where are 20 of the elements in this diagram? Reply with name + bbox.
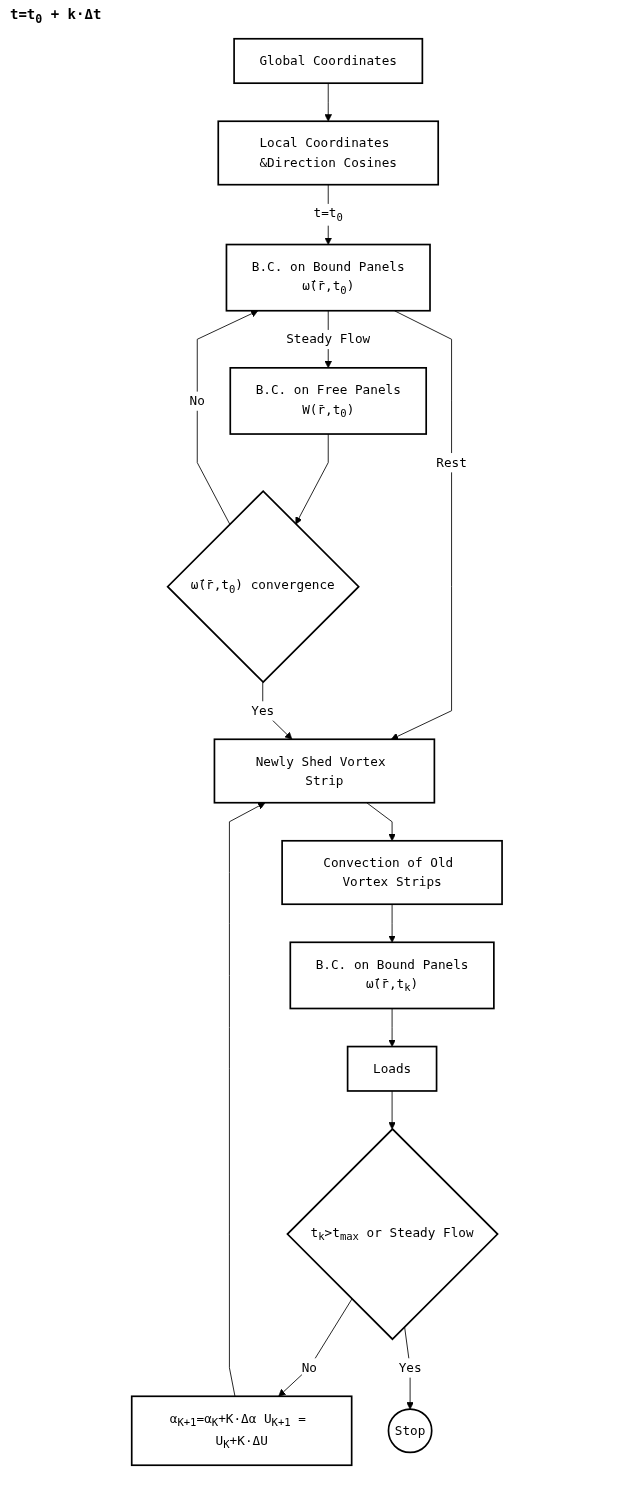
node-diamond: ω̄(r̄,t$_{0}$) convergence <box>166 489 360 684</box>
node-box: Loads <box>346 1045 437 1092</box>
edge-label: Steady Flow <box>285 331 370 347</box>
node-box: Local Coordinates &Direction Cosines <box>217 120 439 186</box>
edge-label: Yes <box>398 1359 422 1375</box>
node-box: B.C. on Bound Panels ω̄(r̄,t$_{0}$) <box>225 243 431 312</box>
node-box: α$_{K+1}$=α$_{K}$+K·Δα U$_{K+1}$ = U$_{K}$+K·ΔU <box>130 1395 353 1466</box>
edge-label: No <box>189 392 205 409</box>
node-box: Global Coordinates <box>232 37 423 84</box>
node-box: Newly Shed Vortex Strip <box>213 738 435 804</box>
node-box: B.C. on Free Panels W(r̄,t$_{0}$) <box>229 366 427 435</box>
edge-label: Yes <box>250 702 274 718</box>
node-box: Convection of Old Vortex Strips <box>280 839 503 905</box>
node-box: B.C. on Bound Panels ω̄(r̄,t$_{k}$) <box>289 941 495 1010</box>
note-text: t=t$_{0}$ + k·Δt <box>10 6 103 26</box>
edge-label: No <box>301 1359 317 1375</box>
node-diamond: t$_{k}$>t$_{max}$ or Steady Flow <box>285 1127 499 1341</box>
node-circle: Stop <box>387 1408 433 1454</box>
edge-label: Rest <box>435 454 467 470</box>
edge-label: t=t$_{0}$ <box>313 205 343 223</box>
